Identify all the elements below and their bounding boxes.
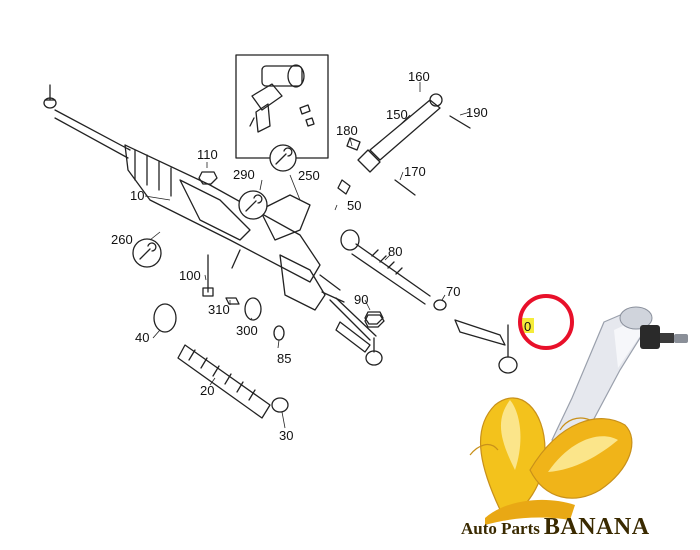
tie-rod-end-product — [551, 306, 688, 453]
part-label-150: 150 — [386, 107, 408, 122]
part-label-90: 90 — [354, 292, 368, 307]
part-label-250: 250 — [298, 168, 320, 183]
part-label-110: 110 — [197, 147, 218, 162]
nut-85 — [273, 325, 285, 341]
clamp-40 — [153, 303, 177, 333]
banana-logo — [469, 397, 633, 525]
part-label-300: 300 — [236, 323, 258, 338]
part-label-310: 310 — [208, 302, 230, 317]
brand-name: BANANA — [543, 514, 650, 540]
leader-lines — [144, 82, 471, 429]
wrench-circle-inset — [269, 144, 297, 172]
part-label-260: 260 — [111, 232, 133, 247]
part-label-100: 100 — [179, 268, 201, 283]
part-label-10: 10 — [130, 188, 144, 203]
washer-310 — [225, 297, 240, 305]
bolt-100 — [202, 254, 214, 297]
brand-wordmark: Auto Parts BANANA — [461, 514, 650, 541]
part-label-180: 180 — [336, 123, 358, 138]
part-label-190: 190 — [466, 105, 488, 120]
part-label-30: 30 — [279, 428, 293, 443]
part-label-85: 85 — [277, 351, 291, 366]
tie-rod-end-right — [433, 299, 518, 374]
brand-prefix: Auto Parts — [461, 519, 540, 538]
part-label-40: 40 — [135, 330, 149, 345]
part-label-80: 80 — [388, 244, 402, 259]
part-label-160: 160 — [408, 69, 430, 84]
part-label-170: 170 — [404, 164, 426, 179]
part-label-70: 70 — [446, 284, 460, 299]
tie-rod-end-left — [335, 314, 385, 366]
part-label-290: 290 — [233, 167, 255, 182]
wrench-circle-260 — [132, 238, 162, 268]
highlight-callout — [518, 294, 574, 350]
part-label-0: 0 — [524, 319, 531, 334]
wrench-circle-290 — [238, 190, 268, 220]
boot-20 — [177, 344, 271, 419]
valve-unit — [249, 64, 315, 133]
nut-90 — [364, 311, 384, 325]
part-label-50: 50 — [347, 198, 361, 213]
clamp-30 — [271, 397, 289, 413]
inset-box — [235, 54, 329, 159]
nut-110 — [198, 171, 218, 185]
bushing-300 — [244, 297, 262, 321]
tie-rod — [340, 229, 431, 305]
intermediate-shaft — [337, 93, 471, 196]
part-label-20: 20 — [200, 383, 214, 398]
part-labels: 160 190 150 180 110 170 290 250 10 50 80… — [111, 69, 531, 443]
